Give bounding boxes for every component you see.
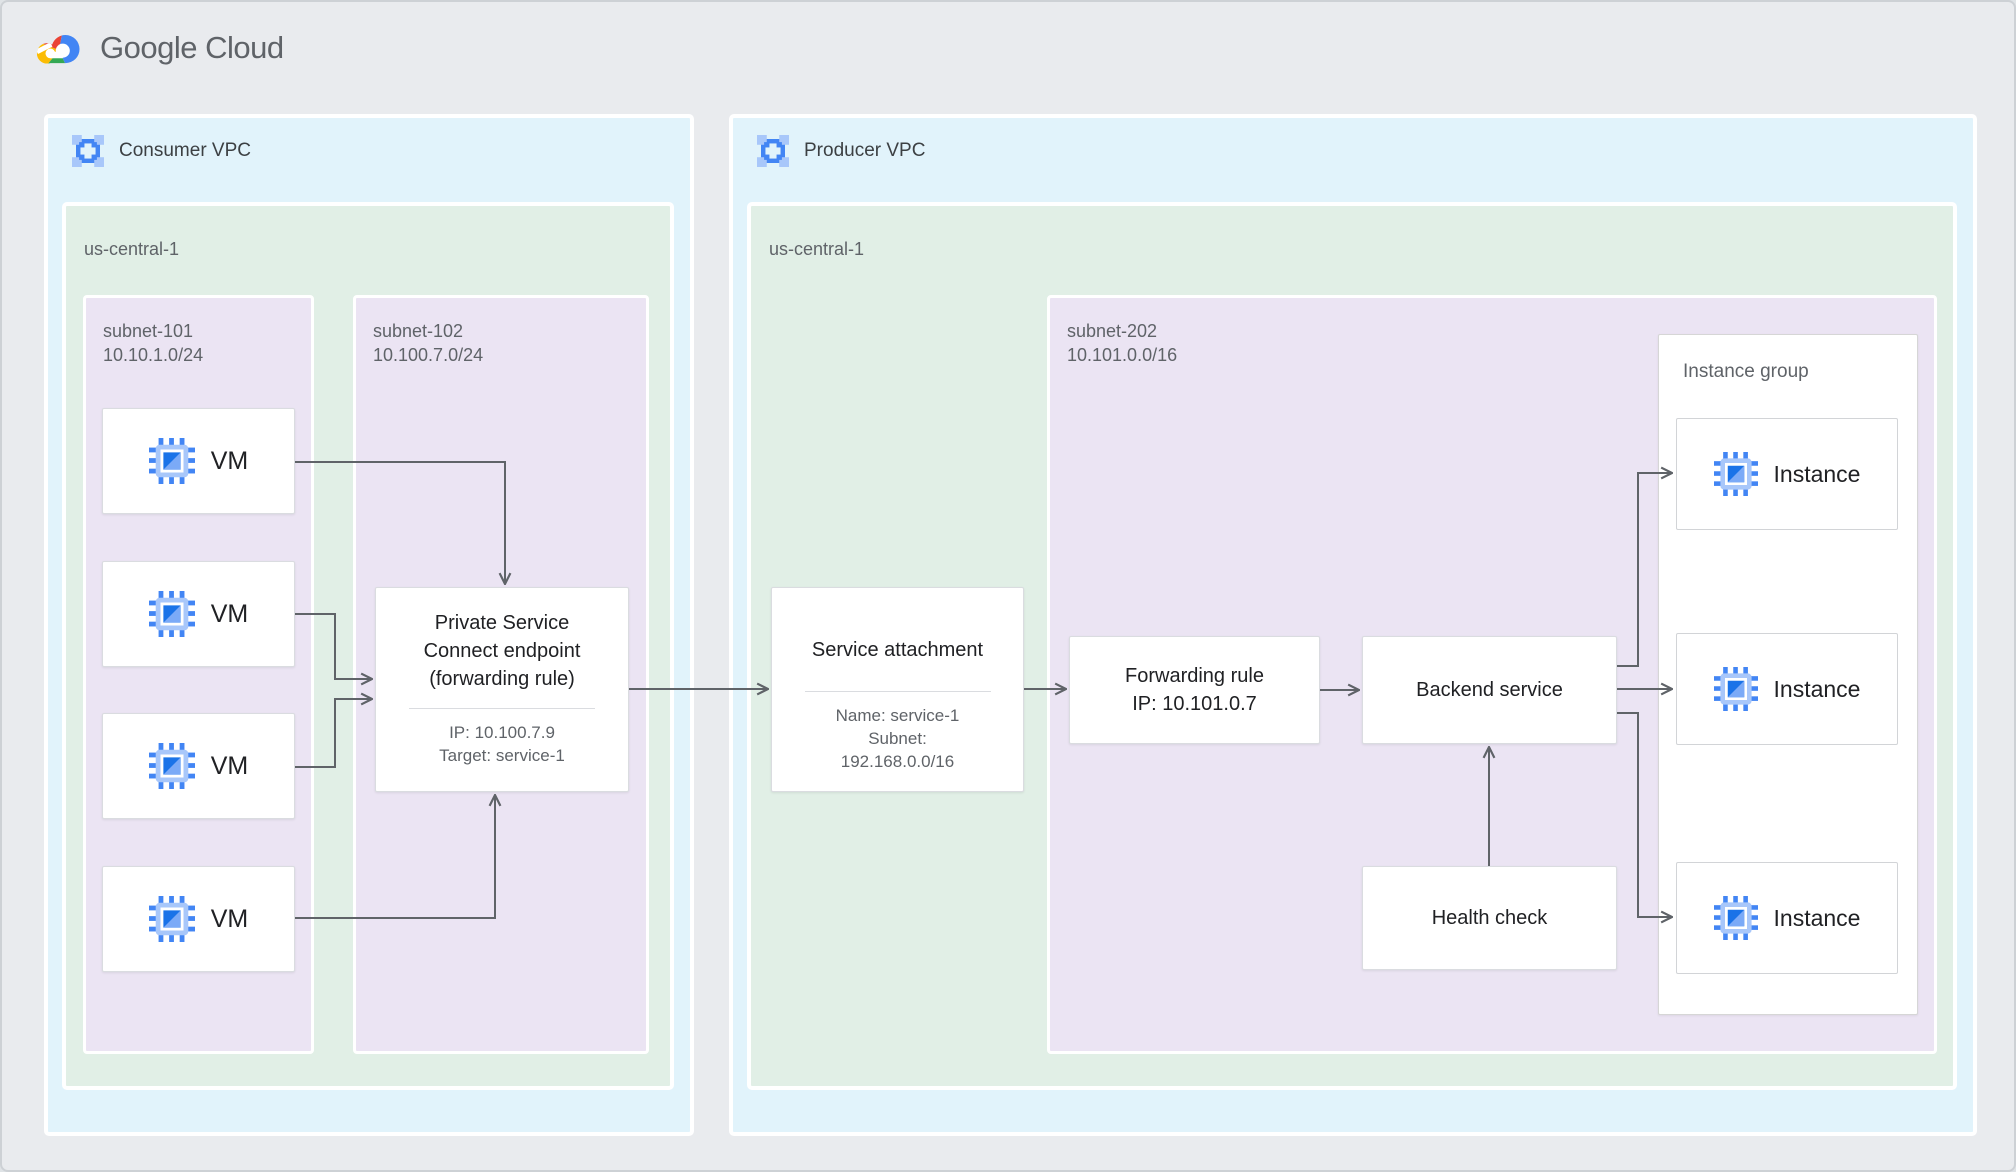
subnet-202-name: subnet-202 <box>1067 321 1158 341</box>
subnet-101-label: subnet-101 10.10.1.0/24 <box>103 319 203 368</box>
subnet-202-cidr: 10.101.0.0/16 <box>1067 345 1178 366</box>
producer-vpc-label: Producer VPC <box>804 140 926 161</box>
vpc-icon <box>757 135 789 167</box>
psc-endpoint-title: Private Service Connect endpoint (forwar… <box>423 612 581 690</box>
vm-chip-icon <box>148 438 195 484</box>
vm-chip-icon <box>148 591 195 637</box>
vm-label: VM <box>210 751 249 780</box>
instance-label: Instance <box>1773 904 1861 931</box>
instance-node: Instance <box>1676 418 1898 530</box>
google-cloud-logo: Google Cloud <box>32 26 284 70</box>
service-attachment-title: Service attachment <box>811 639 984 661</box>
instance-node: Instance <box>1676 633 1898 745</box>
instance-chip-icon <box>1713 667 1758 711</box>
producer-vpc-header: Producer VPC <box>757 135 925 167</box>
subnet-102-label: subnet-102 10.100.7.0/24 <box>373 319 483 368</box>
psc-endpoint-detail: IP: 10.100.7.9 Target: service-1 <box>439 723 565 765</box>
consumer-vpc-label: Consumer VPC <box>119 140 251 161</box>
vm-node: VM <box>102 408 295 514</box>
google-cloud-logo-icon <box>36 35 80 64</box>
vm-chip-icon <box>148 743 195 789</box>
vm-node: VM <box>102 866 295 972</box>
service-attachment-detail: Name: service-1 Subnet: 192.168.0.0/16 <box>835 706 960 771</box>
backend-service-node: Backend service <box>1362 636 1617 744</box>
consumer-region-label: us-central-1 <box>84 239 180 259</box>
psc-endpoint-node: Private Service Connect endpoint (forwar… <box>375 587 629 792</box>
instance-chip-icon <box>1713 452 1758 496</box>
subnet-102-name: subnet-102 <box>373 321 464 341</box>
service-attachment-node: Service attachment Name: service-1 Subne… <box>771 587 1024 792</box>
subnet-101-name: subnet-101 <box>103 321 194 341</box>
vm-label: VM <box>210 599 249 628</box>
health-check-node: Health check <box>1362 866 1617 970</box>
vm-label: VM <box>210 446 249 475</box>
producer-region-label: us-central-1 <box>769 239 865 259</box>
subnet-202-label: subnet-202 10.101.0.0/16 <box>1067 319 1177 368</box>
backend-service-label: Backend service <box>1416 679 1563 701</box>
health-check-label: Health check <box>1431 907 1548 929</box>
vm-node: VM <box>102 713 295 819</box>
subnet-102-cidr: 10.100.7.0/24 <box>373 345 484 366</box>
instance-group-box: Instance group Instance Instance Instanc… <box>1658 334 1918 1015</box>
consumer-vpc-header: Consumer VPC <box>72 135 251 167</box>
forwarding-rule-node: Forwarding rule IP: 10.101.0.7 <box>1069 636 1320 744</box>
vm-label: VM <box>210 904 249 933</box>
vm-chip-icon <box>148 896 195 942</box>
instance-label: Instance <box>1773 460 1861 487</box>
vm-node: VM <box>102 561 295 667</box>
instance-chip-icon <box>1713 896 1758 940</box>
logo-text: Google Cloud <box>100 30 284 65</box>
instance-node: Instance <box>1676 862 1898 974</box>
instance-label: Instance <box>1773 675 1861 702</box>
vpc-icon <box>72 135 104 167</box>
instance-group-label: Instance group <box>1683 361 1809 382</box>
forwarding-rule-label: Forwarding rule IP: 10.101.0.7 <box>1125 665 1264 715</box>
divider <box>804 691 991 692</box>
subnet-101-cidr: 10.10.1.0/24 <box>103 345 204 366</box>
divider <box>409 708 595 709</box>
